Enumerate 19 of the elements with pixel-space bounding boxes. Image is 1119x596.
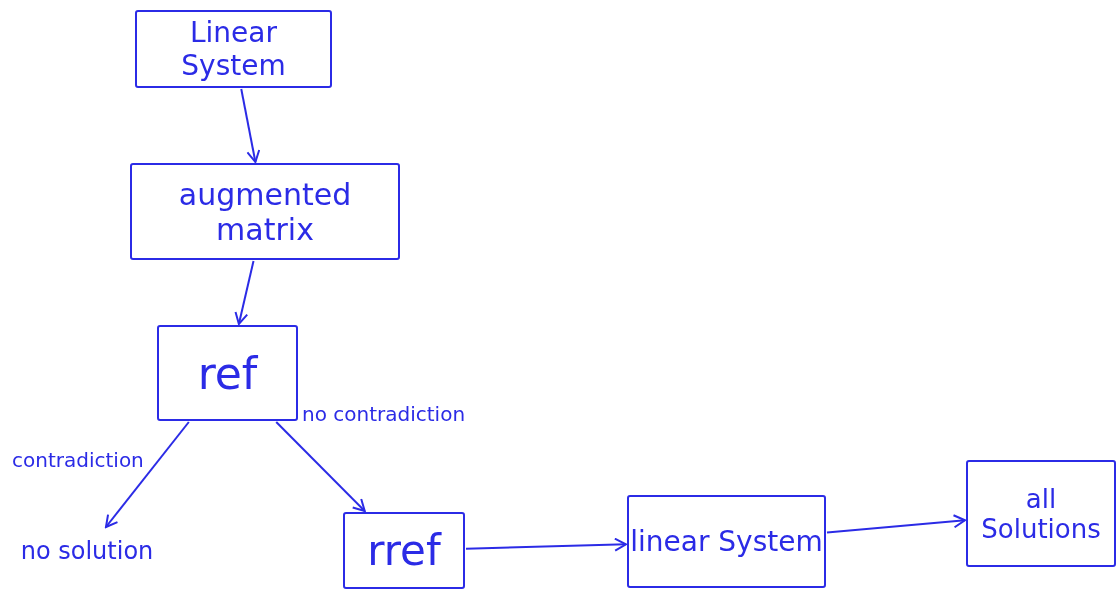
process-box [130, 163, 400, 260]
node-label: linear System [630, 525, 823, 558]
arrow [240, 88, 261, 163]
node-label: rref [367, 526, 441, 575]
process-box [135, 10, 332, 88]
process-box [966, 460, 1116, 567]
node-text: no solution [12, 528, 162, 574]
arrow [826, 514, 966, 534]
node-label: ref [197, 347, 258, 399]
node-label: augmented matrix [177, 176, 353, 247]
process-box [157, 325, 298, 421]
process-box [627, 495, 826, 588]
arrow [465, 537, 627, 552]
arrow [104, 421, 190, 528]
node-label: Linear System [180, 16, 287, 82]
node-label: all Solutions [980, 483, 1102, 544]
arrow [234, 260, 255, 325]
arrow [275, 421, 366, 512]
process-box [343, 512, 465, 589]
